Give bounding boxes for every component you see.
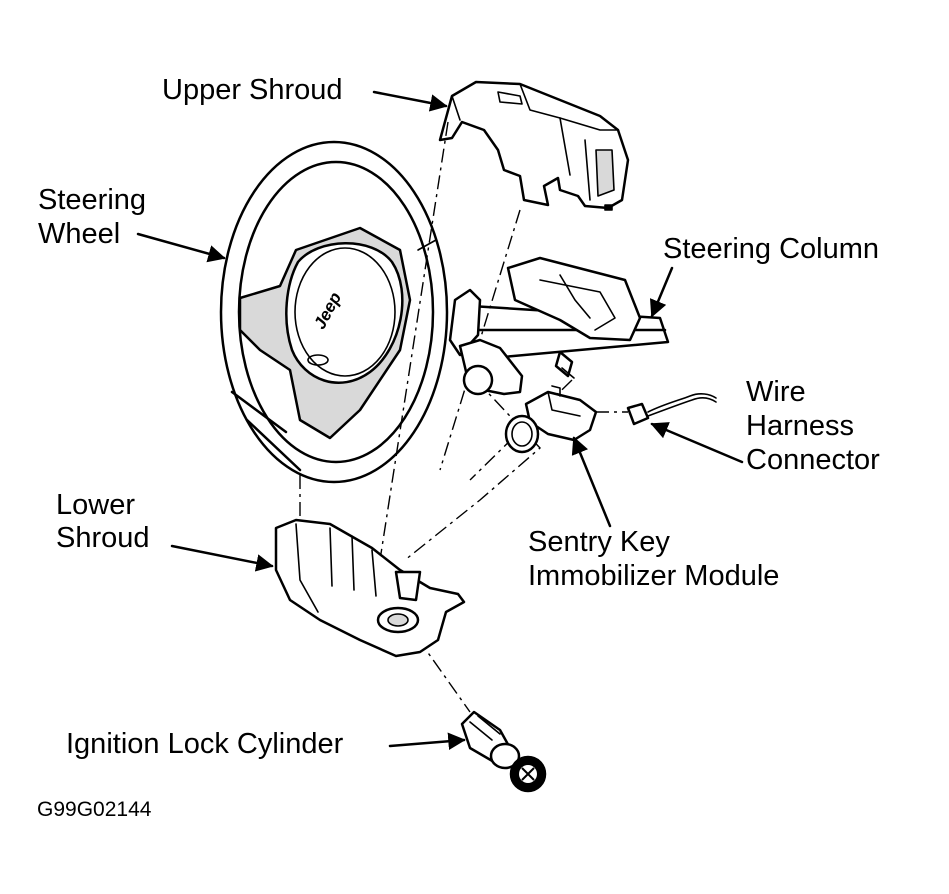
ignition-lock-cylinder-icon [460, 710, 521, 770]
upper-shroud-label: Upper Shroud [162, 74, 343, 106]
key-icon [509, 755, 547, 793]
sentry-key-label-line2: Immobilizer Module [528, 560, 780, 592]
figure-code: G99G02144 [37, 798, 152, 821]
lower-shroud-label-line2: Shroud [56, 522, 150, 554]
immobilizer-module-icon [504, 385, 598, 454]
switch-assembly-icon [458, 338, 575, 396]
upper-shroud-icon [438, 80, 630, 211]
steering-column-icon [448, 256, 670, 362]
wire-harness-connector-icon [626, 393, 717, 426]
steering-column-label: Steering Column [663, 233, 879, 265]
wire-harness-label-line3: Connector [746, 444, 880, 476]
steering-wheel-label-line1: Steering [38, 184, 147, 216]
wire-harness-label-line1: Wire [746, 376, 806, 408]
leader-arrows [136, 90, 744, 750]
lower-shroud-icon [274, 518, 466, 658]
steering-wheel-icon: Jeep [219, 140, 449, 484]
wire-harness-label-line2: Harness [746, 410, 854, 442]
steering-wheel-label-line2: Wheel [38, 218, 121, 250]
sentry-key-label-line1: Sentry Key [528, 526, 670, 558]
ignition-lock-label: Ignition Lock Cylinder [66, 728, 344, 760]
lower-shroud-label-line1: Lower [56, 489, 135, 521]
